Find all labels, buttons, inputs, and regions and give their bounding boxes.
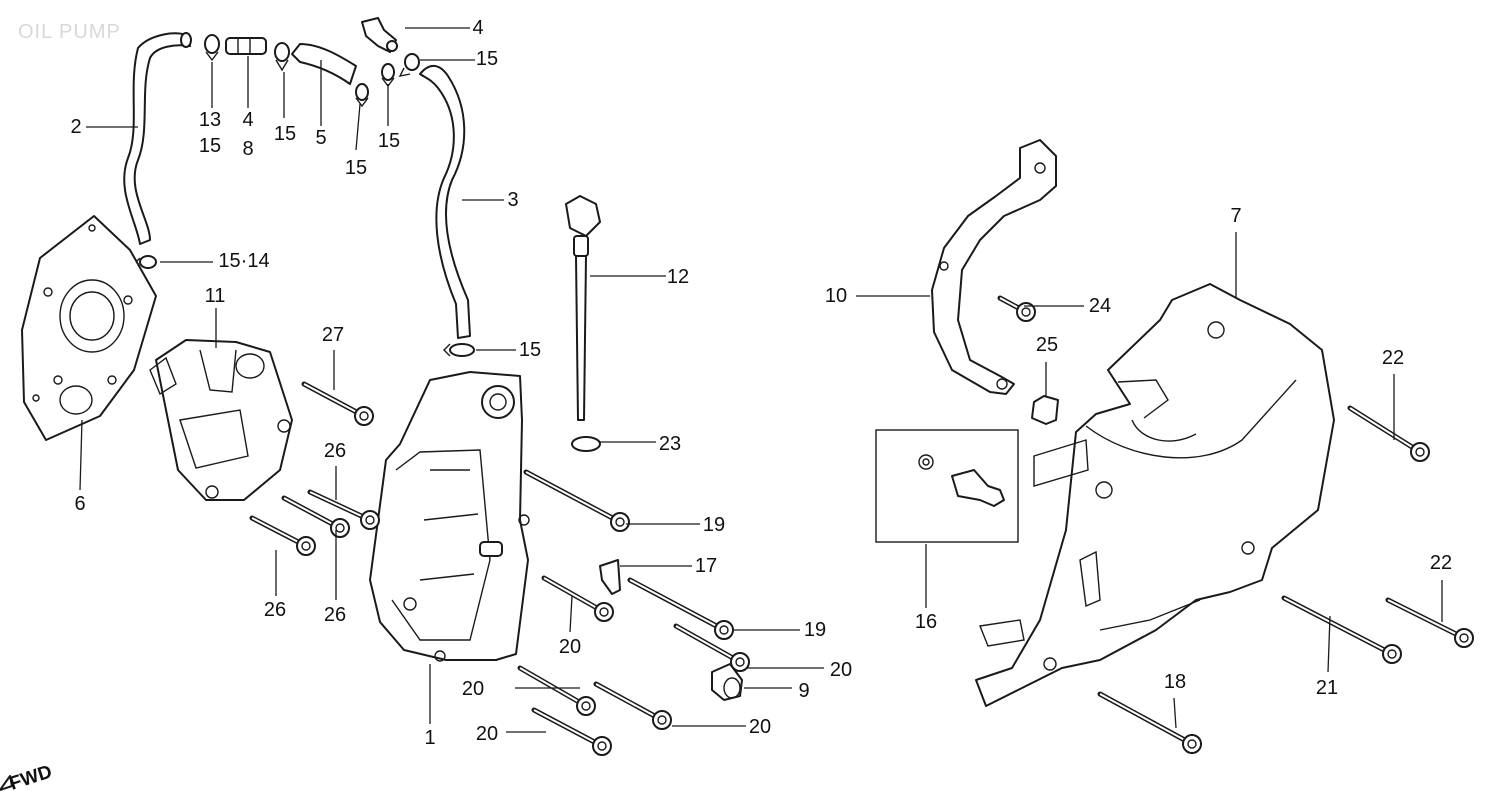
- callout-c4a: 4: [472, 17, 483, 39]
- callout-c5: 5: [315, 127, 326, 149]
- callout-c15f: 15: [519, 339, 541, 361]
- fwd-indicator: FWD: [0, 761, 55, 795]
- diagram-title: OIL PUMP: [18, 21, 121, 43]
- leader-line: [79, 419, 83, 491]
- callout-c1: 1: [424, 727, 435, 749]
- leader-line: [355, 103, 361, 151]
- leader-lines: [79, 27, 1443, 733]
- hose-5: [291, 43, 357, 85]
- leader-line: [1327, 615, 1331, 673]
- callout-c6: 6: [74, 493, 85, 515]
- bolt: [307, 489, 380, 530]
- clip-15-f: [443, 343, 475, 357]
- bolts: [249, 295, 1474, 756]
- callout-c8: 8: [242, 138, 253, 160]
- bolt: [531, 707, 612, 756]
- case-7: [975, 283, 1335, 707]
- bolt: [997, 295, 1036, 322]
- callout-c26c: 26: [324, 604, 346, 626]
- o-ring-23: [571, 436, 601, 452]
- callout-c11: 11: [205, 285, 226, 307]
- bolt: [249, 515, 316, 556]
- callout-c22b: 22: [1430, 552, 1452, 574]
- callout-c20d: 20: [749, 716, 771, 738]
- clip-15-c: [274, 42, 290, 72]
- leader-line: [1173, 697, 1177, 729]
- callout-c20e: 20: [476, 723, 498, 745]
- callout-c22a: 22: [1382, 347, 1404, 369]
- callout-c15b: 15: [199, 135, 221, 157]
- callout-c24: 24: [1089, 295, 1111, 317]
- bolt: [673, 623, 750, 672]
- bolt: [517, 665, 596, 716]
- callout-c19a: 19: [703, 514, 725, 536]
- callout-c23: 23: [659, 433, 681, 455]
- callout-c20c: 20: [462, 678, 484, 700]
- bolt: [281, 495, 350, 538]
- bolt: [593, 681, 672, 730]
- callout-c17: 17: [695, 555, 717, 577]
- callout-c26b: 26: [264, 599, 286, 621]
- callout-c15a: 15: [476, 48, 498, 70]
- callout-c2: 2: [70, 116, 81, 138]
- bolt: [627, 577, 734, 640]
- leader-line: [569, 595, 573, 633]
- callout-c19b: 19: [804, 619, 826, 641]
- callout-c15d: 15: [345, 157, 367, 179]
- bolt: [1281, 595, 1402, 664]
- callout-c12: 12: [667, 266, 689, 288]
- dipstick-12: [565, 195, 601, 421]
- clip-15-d: [355, 83, 369, 108]
- callout-c10: 10: [825, 285, 847, 307]
- callout-c16: 16: [915, 611, 937, 633]
- bolt: [1385, 597, 1474, 648]
- hose-3: [419, 65, 471, 339]
- callout-c20b: 20: [830, 659, 852, 681]
- collar-25: [1031, 395, 1059, 425]
- callout-c9: 9: [798, 680, 809, 702]
- bolt: [523, 469, 630, 532]
- callout-c21: 21: [1316, 677, 1338, 699]
- callout-c7: 7: [1230, 205, 1241, 227]
- callout-c26a: 26: [324, 440, 346, 462]
- switch-16-box: [875, 429, 1019, 543]
- callout-c25: 25: [1036, 334, 1058, 356]
- fwd-label: FWD: [7, 761, 55, 794]
- bracket-17: [599, 559, 621, 595]
- gasket-6: [21, 215, 157, 441]
- bolt: [1097, 691, 1202, 754]
- oil-pump-11: [149, 339, 293, 501]
- clip-15-e: [381, 63, 395, 88]
- bracket-10: [931, 139, 1057, 395]
- callout-c15c: 15: [274, 123, 296, 145]
- callout-c27: 27: [322, 324, 344, 346]
- bolt: [1347, 405, 1430, 462]
- callout-c13: 13: [199, 109, 221, 131]
- callout-c15e: 15: [378, 130, 400, 152]
- dowel-9: [711, 663, 743, 701]
- callout-c18: 18: [1164, 671, 1186, 693]
- bolt: [541, 575, 614, 622]
- clip-13-15: [204, 34, 220, 62]
- callout-c20a: 20: [559, 636, 581, 658]
- callout-c1514: 15·14: [218, 250, 269, 272]
- fitting-4-top: [361, 17, 398, 53]
- hose-2: [123, 32, 192, 245]
- callout-c4b: 4: [242, 109, 253, 131]
- fitting-4-8: [225, 37, 267, 55]
- bolt: [301, 381, 374, 426]
- callout-c3: 3: [507, 189, 518, 211]
- clip-15-a: [398, 53, 420, 77]
- cover-1: [369, 371, 530, 662]
